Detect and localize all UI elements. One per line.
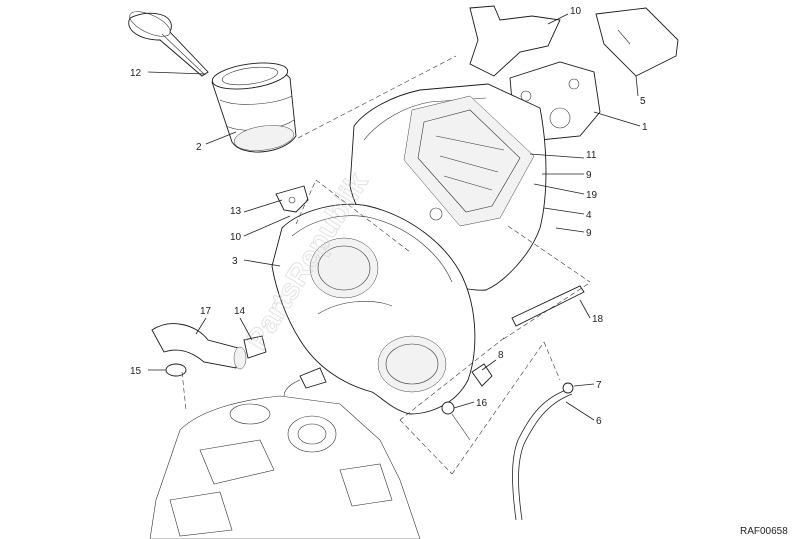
callout-18: 18 bbox=[592, 314, 604, 325]
clip-part bbox=[165, 363, 187, 377]
sensor-lead-part bbox=[283, 367, 327, 397]
callout-16: 16 bbox=[476, 398, 488, 409]
breather-hose-part bbox=[512, 382, 574, 521]
callout-10-upper: 10 bbox=[570, 6, 582, 17]
callout-9-upper: 9 bbox=[586, 170, 592, 181]
engine-block-context bbox=[149, 395, 421, 539]
drain-rod-part bbox=[511, 285, 585, 327]
callout-11: 11 bbox=[586, 150, 597, 161]
callout-8: 8 bbox=[498, 350, 504, 361]
intake-funnel-part bbox=[128, 11, 209, 77]
callout-9-lower: 9 bbox=[586, 228, 592, 239]
assembly-dashed-outline bbox=[181, 55, 591, 475]
intake-hose-part bbox=[151, 323, 247, 370]
air-filter-part bbox=[211, 62, 297, 153]
callout-4: 4 bbox=[586, 210, 592, 221]
leader-lines bbox=[147, 13, 641, 421]
callout-13: 13 bbox=[230, 206, 242, 217]
cover-plate-part bbox=[595, 7, 679, 77]
callout-15: 15 bbox=[130, 366, 142, 377]
hose-clamp-part bbox=[441, 401, 471, 441]
callout-1: 1 bbox=[642, 122, 648, 133]
reference-code: RAF00658 bbox=[740, 526, 788, 537]
callout-10-lower: 10 bbox=[230, 232, 242, 243]
callout-3: 3 bbox=[232, 256, 238, 267]
callout-labels: 12 2 13 10 3 10 5 1 11 9 19 4 9 18 17 14… bbox=[130, 6, 648, 427]
callout-19: 19 bbox=[586, 190, 598, 201]
callout-14: 14 bbox=[234, 306, 246, 317]
callout-12: 12 bbox=[130, 68, 142, 79]
connector-part bbox=[243, 335, 267, 359]
airbox-lower-housing-part bbox=[271, 203, 476, 415]
callout-17: 17 bbox=[200, 306, 212, 317]
drain-plug-part bbox=[471, 363, 493, 387]
callout-7: 7 bbox=[596, 380, 602, 391]
callout-6: 6 bbox=[596, 416, 602, 427]
small-bracket-part bbox=[275, 185, 309, 213]
callout-5: 5 bbox=[640, 96, 646, 107]
callout-2: 2 bbox=[196, 142, 202, 153]
